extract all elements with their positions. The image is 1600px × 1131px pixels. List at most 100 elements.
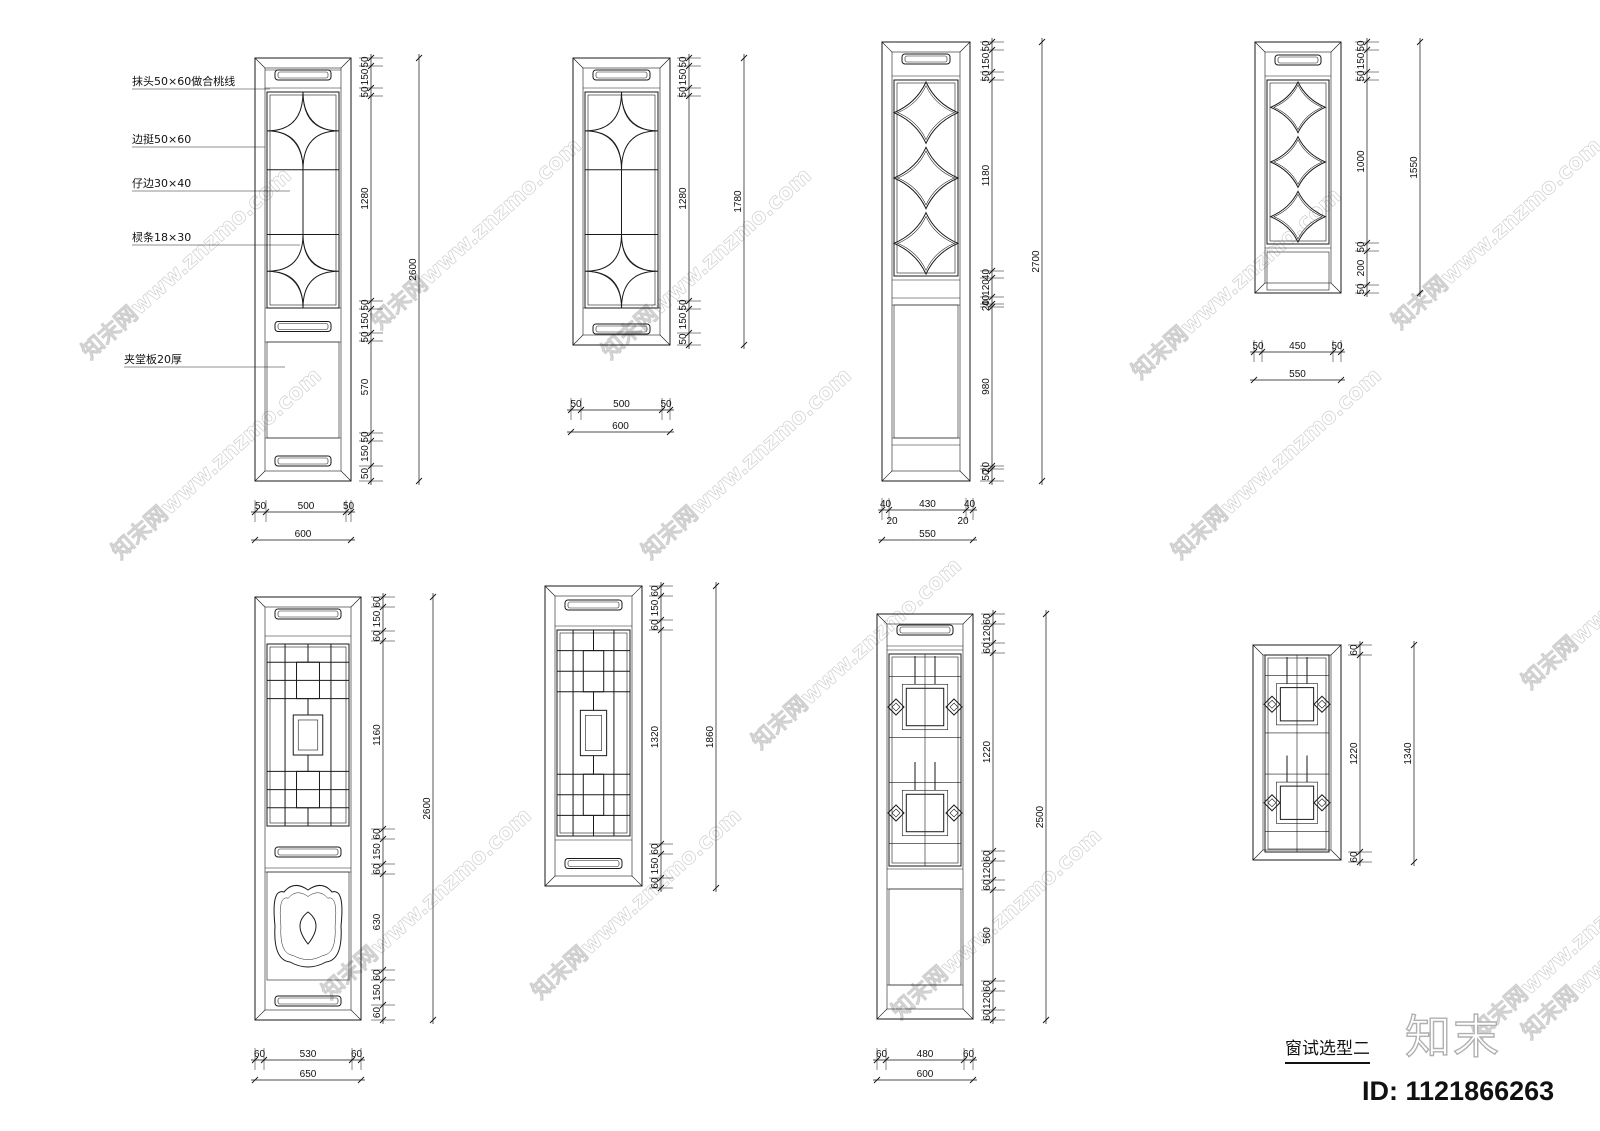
dim-tick [415, 477, 423, 485]
dim-label-vertical: 50 [1356, 283, 1367, 295]
outer-frame [572, 57, 671, 346]
dim-label-vertical: 150 [360, 312, 371, 329]
knot-diamond-inner [891, 702, 901, 712]
lattice-pane [893, 79, 959, 277]
dim-label-vertical: 50 [981, 40, 992, 52]
dim-label-vertical: 150 [678, 312, 689, 329]
dim-label-horizontal: 50 [660, 399, 672, 410]
dim-label-vertical: 560 [982, 927, 993, 944]
transom-slot-inner [277, 610, 339, 618]
dim-label-vertical: 1280 [678, 187, 689, 210]
dim-tick [251, 1076, 259, 1084]
dim-label-horizontal: 450 [1289, 341, 1306, 352]
transom-slot [274, 69, 332, 81]
dim-label-vertical: 60 [982, 850, 993, 862]
begonia-motif-inner [1273, 84, 1323, 131]
knot-square [905, 687, 945, 727]
dim-label-vertical: 630 [372, 913, 383, 930]
callout-label: 边挺50×60 [132, 132, 191, 146]
knot-diamond [1313, 695, 1331, 713]
bevel-line [572, 334, 584, 346]
dim-label-vertical: 1160 [372, 724, 383, 746]
dim-label-horizontal-sub: 20 [957, 516, 969, 527]
dim-label-vertical: 60 [982, 980, 993, 992]
dim-label-horizontal: 40 [964, 499, 976, 510]
panel-board [266, 871, 350, 981]
dim-tick [429, 1016, 437, 1024]
watermark-text: 知末网www.znzmo.com [77, 163, 297, 365]
dim-label-vertical: 150 [372, 984, 383, 1001]
dim-tick [567, 428, 575, 436]
begonia-motif [1269, 80, 1327, 134]
dim-label-horizontal: 60 [963, 1049, 975, 1060]
dim-label-vertical: 150 [372, 843, 383, 860]
transom-slot-inner [567, 601, 620, 609]
dim-label-vertical: 60 [372, 863, 383, 875]
lattice-pane [1266, 79, 1330, 245]
dim-tick [1337, 376, 1345, 384]
dim-label-vertical: 50 [678, 86, 689, 98]
dim-label-horizontal: 50 [1331, 341, 1343, 352]
brand-logo: 知末 [1404, 1009, 1501, 1064]
knot-diamond [945, 698, 963, 716]
dim-tick [1038, 477, 1046, 485]
begonia-motif-inner [897, 85, 955, 141]
dim-label-vertical: 150 [1356, 52, 1367, 69]
dim-label-vertical: 50 [1356, 241, 1367, 253]
transom-slot [592, 323, 651, 335]
dim-label-total: 1550 [1409, 156, 1420, 179]
window-elevation-1 [254, 57, 352, 482]
dim-label-vertical: 120 [982, 992, 993, 1009]
transom-slot-inner [567, 860, 620, 867]
dim-label-vertical: 50 [1356, 40, 1367, 52]
transom-slot-inner [277, 457, 329, 465]
dim-label-horizontal: 50 [255, 501, 267, 512]
begonia-motif [1269, 190, 1327, 244]
dim-label-vertical: 60 [650, 585, 661, 597]
begonia-motif [892, 211, 960, 276]
dim-label-vertical: 60 [982, 879, 993, 891]
dim-tick [1410, 641, 1418, 649]
dim-label-total: 1340 [1403, 742, 1414, 765]
knot-diamond-inner [1267, 699, 1277, 709]
watermark-text: 知末网www.znzmo.com [887, 823, 1107, 1025]
transom-slot [896, 624, 954, 636]
watermark-text: 知末网www.znzmo.com [107, 363, 327, 565]
bevel-line [1254, 41, 1266, 53]
dim-label-vertical: 50 [360, 331, 371, 343]
lattice-pane-inner [269, 646, 347, 824]
begonia-motif [1269, 135, 1327, 189]
window-elevation-4 [1254, 41, 1342, 294]
outer-frame [1254, 41, 1342, 294]
dim-label-vertical: 150 [360, 445, 371, 462]
dim-tick [1042, 610, 1050, 618]
bevel-line [881, 41, 893, 53]
dim-label-vertical: 60 [372, 1007, 383, 1019]
bevel-line [876, 1008, 888, 1020]
dim-label-horizontal: 50 [343, 501, 355, 512]
dim-label-horizontal-total: 600 [917, 1069, 934, 1080]
dim-tick [1410, 858, 1418, 866]
watermark-text: 知末网www.znzmo.com [317, 803, 537, 1005]
bevel-line [631, 875, 643, 887]
dim-label-horizontal-total: 650 [300, 1069, 317, 1080]
knot-square [905, 793, 945, 833]
callout-label: 夹堂板20厚 [124, 352, 182, 366]
knot-diamond [887, 804, 905, 822]
transom-slot-inner [1277, 56, 1319, 64]
watermark-text: 知末网www.znzmo.com [1517, 493, 1600, 695]
bevel-line [1330, 849, 1342, 861]
dim-label-vertical: 60 [372, 828, 383, 840]
callout-label: 抹头50×60做合桃线 [132, 74, 235, 88]
bevel-line [254, 1009, 266, 1021]
cloud-motif [273, 885, 343, 968]
panel-board [1266, 251, 1330, 291]
petal-curve-inner [588, 95, 655, 166]
